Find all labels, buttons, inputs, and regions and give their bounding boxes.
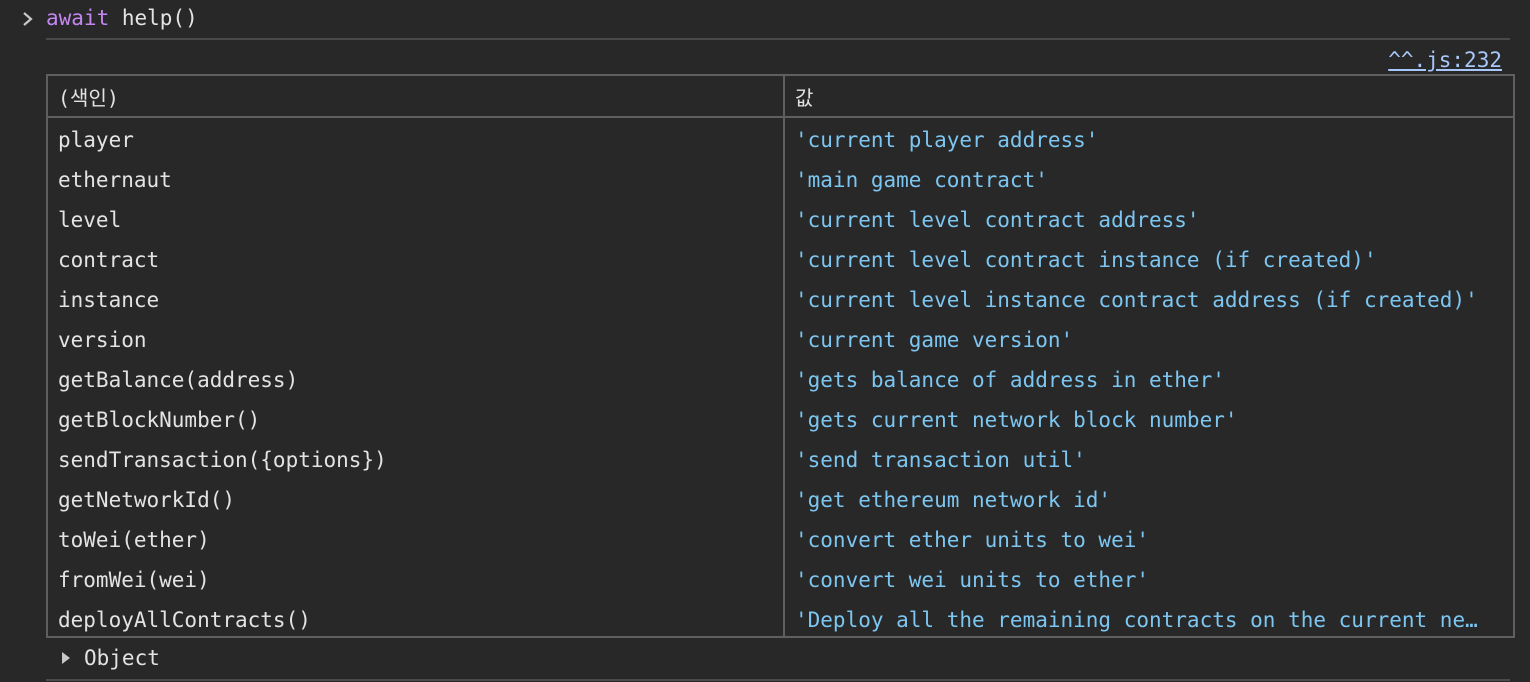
table-cell-value: 'convert wei units to ether' (795, 568, 1150, 592)
column-header-value[interactable]: 값 (784, 76, 1513, 118)
table-cell-key: instance (48, 280, 785, 320)
table-cell-value: 'gets current network block number' (795, 408, 1238, 432)
await-keyword: await (46, 6, 110, 30)
column-header-index[interactable]: (색인) (48, 76, 785, 118)
table-cell-key: toWei(ether) (48, 520, 785, 560)
table-cell-value: 'main game contract' (795, 168, 1048, 192)
chevron-right-icon (23, 12, 33, 26)
triangle-right-icon[interactable] (62, 652, 70, 664)
table-cell-key: version (48, 320, 785, 360)
source-location-link[interactable]: ^^.js:232 (1388, 48, 1502, 72)
table-cell-key: level (48, 200, 785, 240)
table-cell-value: 'convert ether units to wei' (795, 528, 1150, 552)
output-divider (46, 679, 1510, 681)
table-cell-key: sendTransaction({options}) (48, 440, 785, 480)
table-cell-value: 'send transaction util' (795, 448, 1086, 472)
table-cell-key: fromWei(wei) (48, 560, 785, 600)
table-cell-key: getBalance(address) (48, 360, 785, 400)
input-divider (46, 38, 1510, 40)
table-cell-value: 'current level contract address' (795, 208, 1200, 232)
table-cell-key: player (48, 117, 785, 160)
table-cell-key: deployAllContracts() (48, 600, 785, 636)
table-cell-key: ethernaut (48, 160, 785, 200)
table-row[interactable]: contract 'current level contract instance… (48, 240, 1513, 280)
help-table: (색인) 값 player 'current player address' eth… (48, 76, 1513, 636)
table-cell-key: getNetworkId() (48, 480, 785, 520)
table-cell-value: 'Deploy all the remaining contracts on t… (795, 608, 1478, 632)
table-row[interactable]: sendTransaction({options}) 'send transact… (48, 440, 1513, 480)
table-cell-value: 'current level contract instance (if cre… (795, 248, 1377, 272)
table-header-row: (색인) 값 (48, 76, 1513, 118)
table-row[interactable]: getBlockNumber() 'gets current network bl… (48, 400, 1513, 440)
console-input-code[interactable]: await help() (46, 4, 198, 32)
table-row[interactable]: ethernaut 'main game contract' (48, 160, 1513, 200)
table-row[interactable]: instance 'current level instance contract… (48, 280, 1513, 320)
table-row[interactable]: toWei(ether) 'convert ether units to wei' (48, 520, 1513, 560)
table-cell-key: contract (48, 240, 785, 280)
object-result[interactable]: Object (60, 643, 160, 673)
table-cell-value: 'current player address' (795, 128, 1099, 152)
table-row[interactable]: player 'current player address' (48, 117, 1513, 160)
table-cell-value: 'current level instance contract address… (795, 288, 1478, 312)
table-cell-key: getBlockNumber() (48, 400, 785, 440)
table-row[interactable]: getNetworkId() 'get ethereum network id' (48, 480, 1513, 520)
object-label: Object (84, 646, 160, 670)
table-cell-value: 'get ethereum network id' (795, 488, 1112, 512)
table-row[interactable]: getBalance(address) 'gets balance of addr… (48, 360, 1513, 400)
table-row[interactable]: fromWei(wei) 'convert wei units to ether' (48, 560, 1513, 600)
console-input-line: await help() (0, 0, 1530, 38)
table-body: player 'current player address' ethernaut '… (48, 117, 1513, 636)
input-expression: help() (109, 6, 198, 30)
table-cell-value: 'gets balance of address in ether' (795, 368, 1225, 392)
console-table: (색인) 값 player 'current player address' eth… (46, 74, 1515, 638)
table-cell-value: 'current game version' (795, 328, 1074, 352)
table-row[interactable]: version 'current game version' (48, 320, 1513, 360)
table-row[interactable]: deployAllContracts() 'Deploy all the rema… (48, 600, 1513, 636)
table-row[interactable]: level 'current level contract address' (48, 200, 1513, 240)
